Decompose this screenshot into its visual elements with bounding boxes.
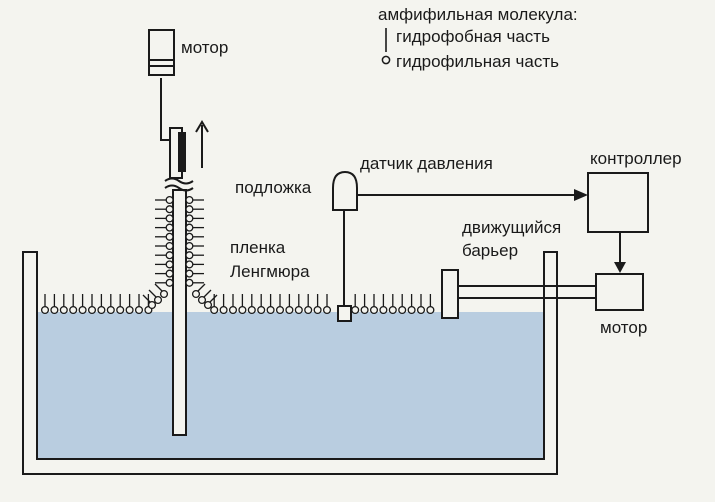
molecule-icon [142, 294, 157, 310]
molecule-icon [388, 294, 397, 315]
molecule-icon [247, 294, 256, 315]
molecule-icon [185, 195, 204, 205]
legend-hydrophilic: гидрофильная часть [396, 52, 559, 71]
molecule-icon [50, 294, 59, 315]
molecule-icon [219, 294, 228, 315]
molecule-icon [155, 205, 174, 214]
moving-barrier-label-1: движущийся [462, 218, 561, 237]
surface-monolayer [40, 283, 435, 315]
substrate-label: подложка [235, 178, 312, 197]
molecule-icon [304, 294, 313, 315]
molecule-icon [116, 294, 125, 315]
molecule-icon [191, 283, 206, 299]
top-motor [148, 29, 175, 76]
molecule-icon [257, 294, 266, 315]
molecule-icon [351, 294, 360, 315]
molecule-icon [155, 251, 174, 260]
barrier-motor-box [595, 273, 644, 311]
molecule-icon [197, 289, 212, 305]
control-arrow-icon [614, 262, 626, 273]
bottom-motor-label: мотор [600, 318, 647, 337]
pressure-sensor [332, 170, 358, 211]
molecule-icon [78, 294, 87, 315]
molecule-icon [185, 241, 204, 251]
molecule-icon [97, 294, 106, 315]
molecule-icon [275, 294, 285, 315]
molecule-icon [155, 241, 174, 251]
molecule-icon [155, 232, 174, 241]
molecule-icon [238, 294, 247, 315]
molecule-icon [155, 223, 174, 232]
substrate-plate [172, 189, 187, 436]
molecule-icon [379, 294, 388, 315]
substrate-break-mark [164, 177, 194, 185]
molecule-icon [294, 294, 303, 315]
molecule-icon [40, 294, 50, 315]
molecule-icon [185, 251, 204, 260]
trough [22, 251, 558, 475]
molecule-icon [416, 294, 426, 315]
molecule-icon [185, 269, 204, 278]
molecule-icon [154, 283, 169, 299]
molecule-icon [134, 294, 144, 315]
controller-label: контроллер [590, 149, 682, 168]
molecule-icon [203, 294, 218, 310]
motor-cable [160, 78, 171, 141]
molecule-icon [210, 294, 219, 315]
molecule-icon [185, 232, 204, 241]
substrate-break-mark-2 [164, 184, 194, 192]
molecule-icon [185, 223, 204, 232]
molecule-icon [155, 260, 174, 269]
film-label-2: Ленгмюра [230, 262, 310, 281]
molecule-icon [426, 294, 435, 315]
molecule-icon [313, 294, 322, 315]
molecule-icon [360, 294, 369, 315]
lift-arrow-icon [195, 120, 209, 133]
water [37, 312, 544, 458]
molecule-icon [87, 294, 97, 315]
langmuir-film [155, 195, 204, 287]
molecule-icon [322, 294, 332, 315]
molecule-icon [185, 214, 204, 223]
molecule-icon [59, 294, 68, 315]
molecule-icon [148, 289, 163, 305]
molecule-icon [185, 205, 204, 214]
molecule-icon [155, 269, 174, 278]
molecule-icon [369, 294, 379, 315]
molecule-icon [155, 195, 174, 205]
molecule-icon [125, 294, 134, 315]
molecule-icon [185, 260, 204, 269]
legend-molecule-icon [381, 28, 391, 65]
molecule-icon [155, 214, 174, 223]
legend-hydrophobic: гидрофобная часть [396, 27, 550, 46]
molecule-icon [185, 278, 204, 287]
molecule-icon [69, 294, 78, 315]
controller-box [587, 172, 649, 233]
moving-barrier-label-2: барьер [462, 241, 518, 260]
substrate-holder-dark [178, 132, 186, 172]
top-motor-label: мотор [181, 38, 228, 57]
molecule-icon [106, 294, 115, 315]
molecule-icon [407, 294, 416, 315]
moving-barrier [441, 269, 459, 319]
film-label-1: пленка [230, 238, 286, 257]
molecule-icon [228, 294, 238, 315]
pressure-sensor-label: датчик давления [360, 154, 493, 173]
molecule-icon [285, 294, 294, 315]
molecule-icon [398, 294, 407, 315]
wilhelmy-plate [337, 305, 352, 322]
molecule-icon [266, 294, 275, 315]
legend-title: амфифильная молекула: [378, 5, 578, 24]
signal-arrow-icon [574, 189, 588, 201]
molecule-icon [155, 278, 174, 287]
